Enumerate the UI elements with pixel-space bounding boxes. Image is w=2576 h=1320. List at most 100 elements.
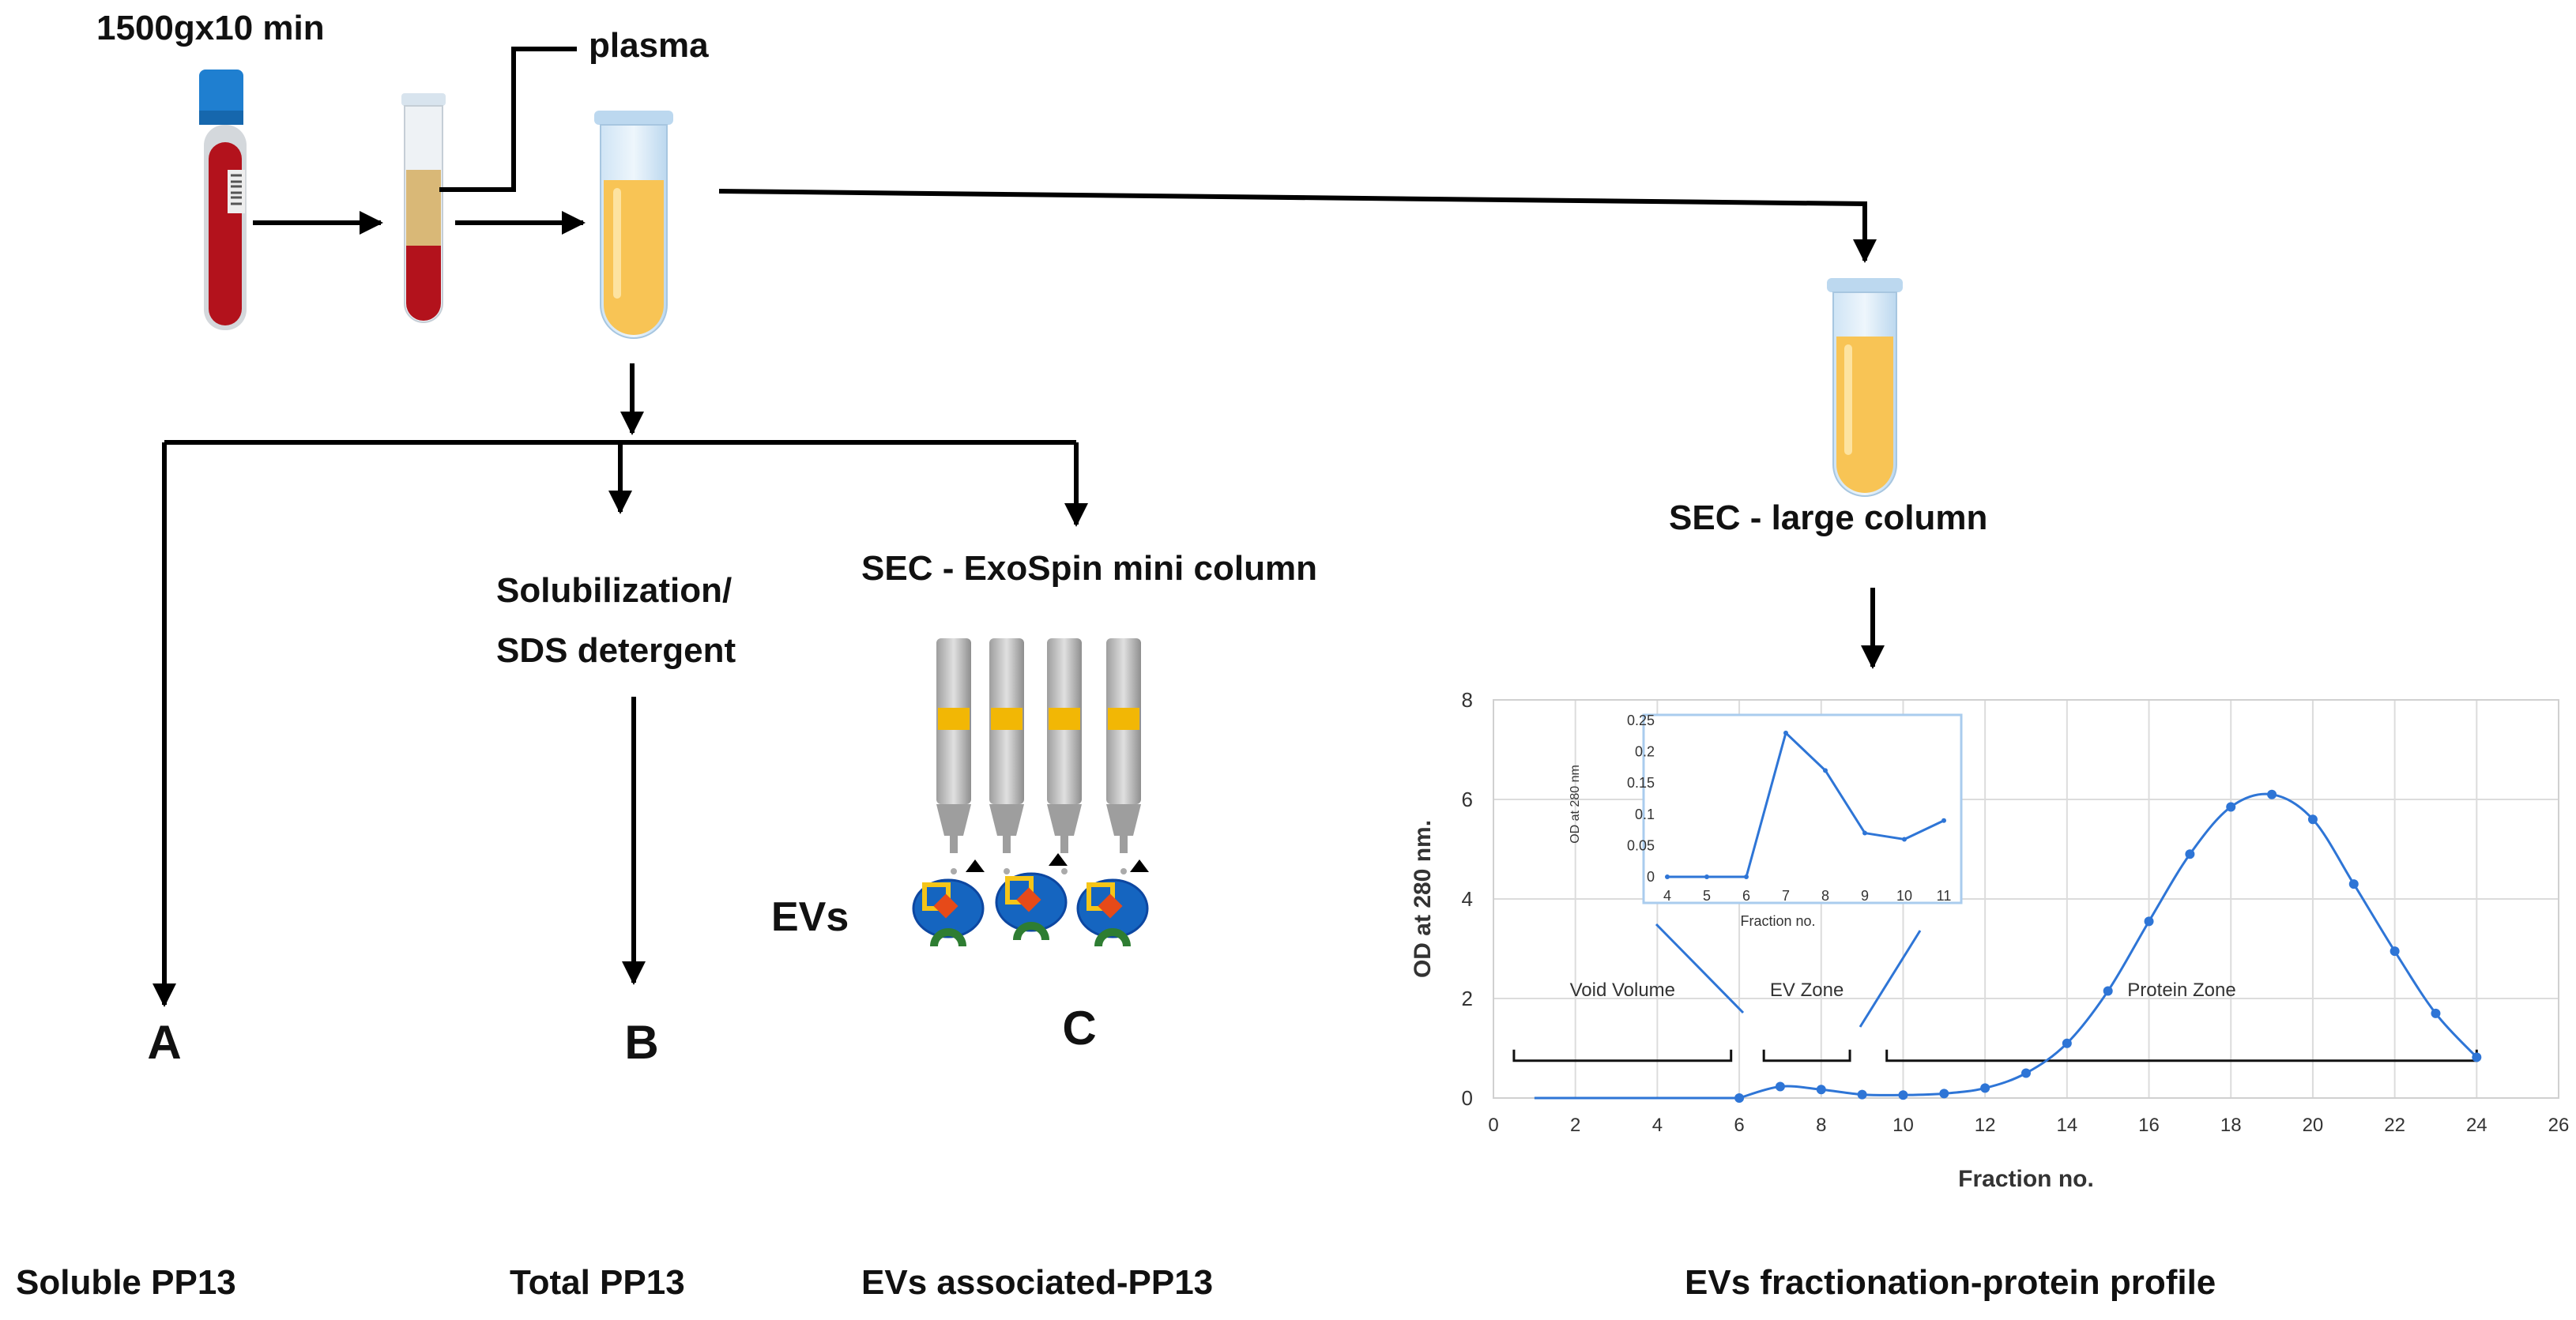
zone-bracket	[1885, 1049, 2478, 1062]
centrifugation-label: 1500gx10 min	[96, 9, 325, 47]
y-tick-label: 8	[1462, 688, 1473, 712]
x-tick-label: 18	[2220, 1115, 2242, 1136]
data-point	[2062, 1038, 2072, 1048]
zone-bracket	[1512, 1049, 1733, 1062]
inset-y-tick-label: 0.05	[1627, 837, 1655, 853]
branch-letters: A B C	[147, 1002, 1096, 1069]
sec-large-label: SEC - large column	[1669, 498, 1987, 537]
inset-x-tick-label: 6	[1742, 888, 1750, 904]
data-point	[2185, 849, 2195, 859]
inset-y-tick-label: 0.1	[1635, 807, 1655, 822]
chart-series	[1534, 789, 2482, 1103]
exospin-column	[989, 638, 1024, 874]
ev-vesicle-icon	[912, 859, 985, 947]
data-point	[2226, 802, 2236, 812]
ev-vesicle-icon	[995, 853, 1068, 941]
plasma-tube	[594, 111, 673, 339]
ev-vesicle-icon	[1076, 859, 1149, 947]
inset-y-axis-label: OD at 280 nm	[1569, 765, 1582, 844]
inset-y-tick-label: 0.2	[1635, 744, 1655, 760]
step-labels: 1500gx10 min plasma Solubilization/ SDS …	[96, 9, 1987, 940]
inset-data-point	[1941, 818, 1946, 823]
blood-collection-tube	[199, 70, 247, 330]
data-point	[2348, 879, 2359, 889]
x-tick-label: 2	[1570, 1115, 1580, 1136]
inset-x-tick-label: 7	[1782, 888, 1790, 904]
inset-x-tick-label: 10	[1896, 888, 1912, 904]
x-tick-label: 4	[1652, 1115, 1663, 1136]
inset-data-point	[1823, 768, 1828, 773]
chart-x-axis-label: Fraction no.	[1958, 1166, 2094, 1192]
inset-data-point	[1783, 730, 1788, 735]
data-point	[2267, 789, 2277, 799]
data-point	[1734, 1093, 1745, 1103]
data-point	[2307, 814, 2318, 825]
inset-data-point	[1665, 874, 1670, 879]
inset-x-tick-label: 9	[1861, 888, 1869, 904]
inset-data-point	[1862, 830, 1867, 836]
inset-y-tick-label: 0	[1647, 869, 1655, 885]
branch-letter-a: A	[147, 1016, 181, 1069]
exospin-column	[936, 638, 971, 874]
exospin-column	[1106, 638, 1141, 874]
data-point	[2431, 1008, 2441, 1018]
x-tick-label: 14	[2056, 1115, 2077, 1136]
branch-letter-b: B	[624, 1016, 658, 1069]
x-tick-label: 16	[2138, 1115, 2160, 1136]
caption-evs-associated: EVs associated-PP13	[861, 1263, 1213, 1302]
data-point	[1898, 1090, 1908, 1100]
x-tick-label: 12	[1975, 1115, 1996, 1136]
y-tick-label: 6	[1462, 788, 1473, 811]
inset-x-axis-label: Fraction no.	[1740, 913, 1815, 929]
x-tick-label: 22	[2384, 1115, 2405, 1136]
inset-x-tick-label: 8	[1821, 888, 1829, 904]
inset-y-tick-label: 0.15	[1627, 775, 1655, 791]
inset-data-point	[1902, 837, 1907, 842]
inset-x-tick-label: 4	[1663, 888, 1671, 904]
series-line	[1738, 792, 2478, 1100]
caption-total: Total PP13	[510, 1263, 685, 1302]
inset-series	[1665, 730, 1946, 879]
plasma-tube-large-column	[1827, 278, 1903, 497]
x-tick-label: 26	[2548, 1115, 2570, 1136]
inset-x-tick-label: 11	[1937, 888, 1952, 904]
chart-y-axis-label: OD at 280 nm.	[1410, 820, 1436, 978]
inset-x-tick-label: 5	[1703, 888, 1711, 904]
inset-series-line	[1667, 731, 1945, 878]
inset-data-point	[1744, 874, 1749, 879]
evs-label: EVs	[771, 894, 849, 940]
x-tick-label: 10	[1892, 1115, 1914, 1136]
data-point	[1980, 1083, 1990, 1093]
y-tick-label: 0	[1462, 1086, 1473, 1110]
solubilization-label-line1: Solubilization/	[496, 571, 732, 610]
data-point	[1775, 1081, 1785, 1092]
plasma-label: plasma	[589, 26, 709, 65]
zone-bracket	[1762, 1049, 1851, 1062]
data-point	[2472, 1052, 2482, 1062]
x-tick-label: 20	[2303, 1115, 2324, 1136]
data-point	[2021, 1068, 2031, 1078]
ev-vesicle-icons	[912, 853, 1149, 947]
zone-label: Protein Zone	[2127, 980, 2235, 1001]
solubilization-label-line2: SDS detergent	[496, 631, 736, 670]
flow-arrows	[153, 47, 1885, 1007]
data-point	[2390, 946, 2400, 957]
data-point	[1857, 1089, 1867, 1100]
sec-mini-label: SEC - ExoSpin mini column	[861, 549, 1317, 588]
data-point	[2144, 916, 2154, 927]
zoom-connectors	[1655, 923, 1922, 1028]
x-tick-label: 8	[1816, 1115, 1826, 1136]
y-tick-label: 2	[1462, 987, 1473, 1010]
arrow-to-large-column	[718, 189, 1877, 263]
zone-label: Void Volume	[1570, 980, 1675, 1001]
data-point	[1816, 1085, 1826, 1095]
x-tick-label: 6	[1734, 1115, 1744, 1136]
x-tick-label: 0	[1488, 1115, 1498, 1136]
exospin-column	[1047, 638, 1082, 874]
plasma-label-connector	[439, 47, 577, 192]
